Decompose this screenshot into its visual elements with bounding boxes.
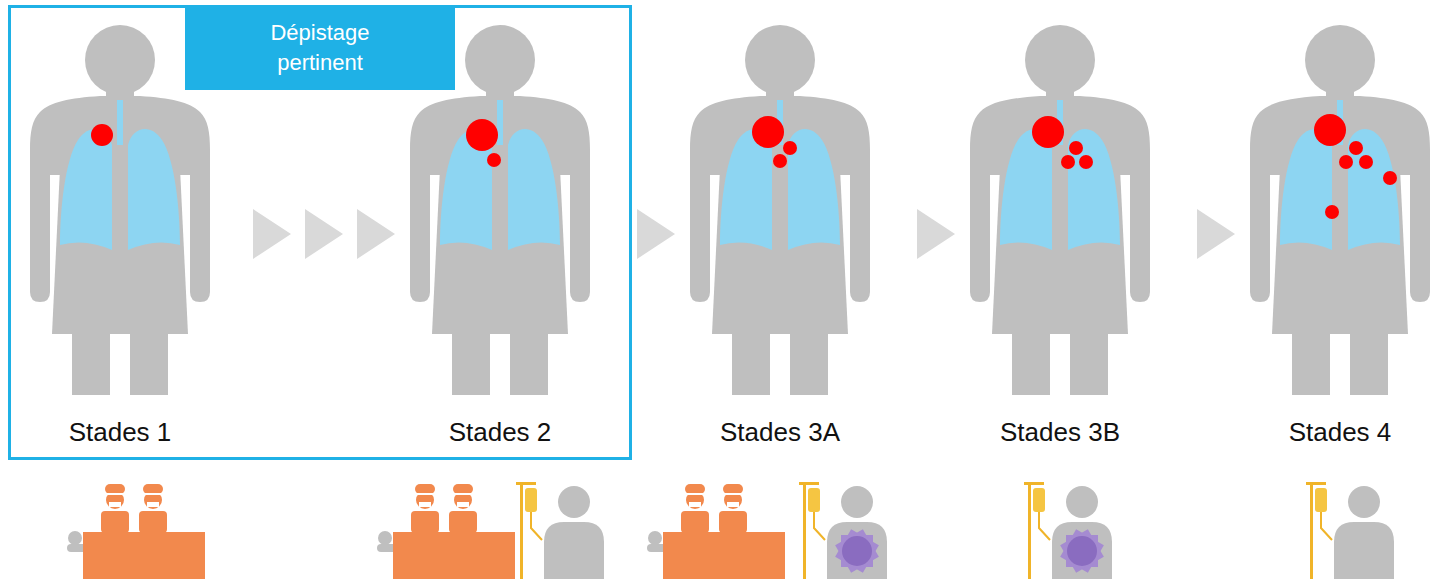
progression-arrow — [205, 209, 415, 259]
stage-figure: Stades 3A — [695, 20, 865, 448]
chemotherapy-icon — [1024, 482, 1112, 579]
stage-label: Stades 3A — [695, 416, 865, 448]
surgery-icon — [377, 484, 515, 579]
woman-figure — [970, 25, 1150, 395]
surgery-icon — [647, 484, 785, 579]
radiotherapy-icon — [835, 529, 879, 573]
stage-label: Stades 1 — [35, 416, 205, 448]
stage-label: Stades 2 — [415, 416, 585, 448]
stage-figure: Stades 3B — [975, 20, 1145, 448]
progression-arrow — [865, 209, 975, 259]
heading-text: Dépistage pertinent — [245, 18, 395, 78]
woman-figure — [1250, 25, 1430, 395]
heading-tab: Dépistage pertinent — [185, 5, 455, 90]
stage-figure: Stades 1 — [35, 20, 205, 448]
woman-figure — [30, 25, 210, 395]
stage-label: Stades 4 — [1255, 416, 1425, 448]
stage-label: Stades 3B — [975, 416, 1145, 448]
tumour-dots — [91, 114, 1397, 219]
chemotherapy-icon — [799, 482, 887, 579]
chemotherapy-icon — [516, 482, 604, 579]
radiotherapy-icon — [1060, 529, 1104, 573]
chemotherapy-icon — [1306, 482, 1394, 579]
woman-figure — [690, 25, 870, 395]
progression-arrow — [1145, 209, 1255, 259]
progression-arrow — [585, 209, 695, 259]
stage-figure: Stades 4 — [1255, 20, 1425, 448]
screening-frame: Stades 1 Stades 2 Dépistage pertinent — [8, 5, 632, 460]
surgery-icon — [67, 484, 205, 579]
